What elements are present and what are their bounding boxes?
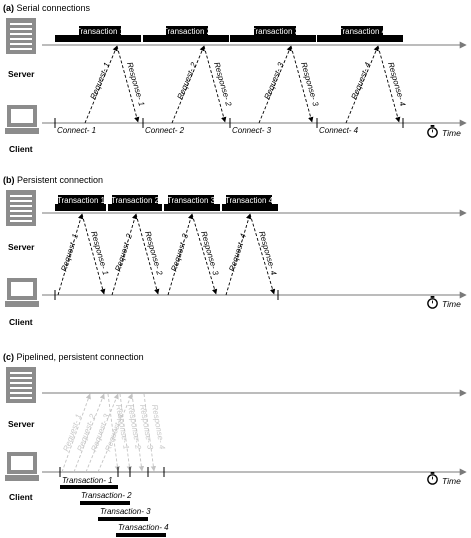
connect-label: Connect- 2 (145, 126, 185, 135)
request-label: Request- 4 (227, 232, 248, 273)
server-label: Server (8, 69, 35, 79)
request-arrow (225, 213, 252, 296)
request-arrow (85, 393, 119, 473)
response-arrow (107, 393, 121, 472)
request-arrow (167, 213, 194, 296)
response-arrow (119, 393, 133, 472)
request-label: Request- 4 (350, 61, 373, 101)
transaction-label: Transaction- 4 (118, 523, 169, 532)
section-c-title: (c) Pipelined, persistent connection (3, 352, 144, 362)
section-a: (a) Serial connections Server Client Tim… (3, 3, 467, 154)
request-arrow (84, 45, 118, 124)
client-icon (5, 452, 39, 481)
request-label: Request- 2 (176, 61, 199, 101)
response-arrow (135, 213, 160, 295)
server-label: Server (8, 419, 35, 429)
request-label: Request- 2 (113, 232, 134, 273)
section-b: (b) Persistent connection Server Client … (3, 175, 467, 327)
transaction-label: Transaction- 3 (100, 507, 151, 516)
request-arrow (258, 45, 292, 124)
response-arrow (377, 45, 401, 123)
request-label: Request- 1 (89, 61, 112, 101)
response-label: Response- 4 (257, 230, 278, 277)
response-label: Response- 2 (212, 61, 233, 108)
client-label: Client (9, 317, 33, 327)
transaction-label: Transaction 2 (163, 27, 212, 36)
transaction-label: Transaction 4 (338, 27, 387, 36)
server-icon (6, 190, 36, 226)
time-label: Time (442, 128, 461, 138)
response-arrow (131, 393, 145, 472)
request-label: Request- 1 (59, 233, 80, 273)
transaction-bar: Transaction 1 (55, 195, 106, 211)
transaction-bar: Transaction 4 (222, 195, 278, 211)
request-arrow (345, 45, 379, 124)
client-icon (5, 278, 39, 307)
response-label: Response- 1 (125, 61, 146, 107)
request-label: Request- 3 (169, 232, 190, 273)
transaction-label: Transaction 2 (111, 196, 160, 205)
time-label: Time (442, 299, 461, 309)
server-icon (6, 367, 36, 403)
request-label: Request- 3 (263, 61, 286, 101)
request-arrow (171, 45, 205, 124)
section-b-title: (b) Persistent connection (3, 175, 103, 185)
server-label: Server (8, 242, 35, 252)
response-arrow (203, 45, 227, 123)
response-label: Response- 3 (199, 230, 220, 277)
response-arrow (143, 393, 157, 472)
transaction-label: Transaction 4 (225, 196, 274, 205)
transaction-label: Transaction- 1 (62, 476, 113, 485)
transaction-bar: Transaction 1 (55, 26, 141, 42)
request-arrow (97, 393, 133, 473)
transaction-bar: Transaction 2 (143, 26, 229, 42)
request-arrow (73, 393, 105, 473)
section-a-title: (a) Serial connections (3, 3, 91, 13)
time-label: Time (442, 476, 461, 486)
transaction-bar: Transaction 4 (317, 26, 403, 42)
request-arrow (61, 393, 91, 473)
response-arrow (290, 45, 314, 123)
transaction-bar: Transaction- 1 (60, 476, 118, 489)
transaction-label: Transaction 3 (251, 27, 300, 36)
connect-label: Connect- 4 (319, 126, 359, 135)
response-arrow (191, 213, 218, 295)
response-label: Response- 4 (386, 61, 407, 108)
response-label: Response- 2 (143, 230, 164, 277)
transaction-bar: Transaction 3 (230, 26, 316, 42)
section-c: (c) Pipelined, persistent connection Ser… (3, 352, 467, 537)
client-label: Client (9, 492, 33, 502)
server-icon (6, 18, 36, 54)
clock-icon (427, 296, 438, 309)
transaction-bar: Transaction 2 (108, 195, 162, 211)
response-label: Response- 1 (89, 230, 110, 276)
transaction-label: Transaction- 2 (81, 491, 132, 500)
client-icon (5, 105, 39, 134)
transaction-label: Transaction 3 (167, 196, 216, 205)
connect-label: Connect- 1 (57, 126, 96, 135)
transaction-bar: Transaction- 4 (116, 523, 169, 537)
transaction-label: Transaction 1 (57, 196, 106, 205)
transaction-bar: Transaction- 3 (98, 507, 151, 521)
response-arrow (249, 213, 276, 295)
transaction-label: Transaction 1 (76, 27, 125, 36)
response-arrow (116, 45, 140, 123)
clock-icon (427, 125, 438, 138)
client-label: Client (9, 144, 33, 154)
transaction-bar: Transaction- 2 (80, 491, 132, 505)
clock-icon (427, 472, 438, 485)
connect-label: Connect- 3 (232, 126, 272, 135)
request-arrow (57, 213, 84, 296)
response-label: Response- 3 (299, 61, 320, 108)
response-arrow (81, 213, 106, 295)
request-arrow (111, 213, 138, 296)
transaction-bar: Transaction 3 (164, 195, 220, 211)
